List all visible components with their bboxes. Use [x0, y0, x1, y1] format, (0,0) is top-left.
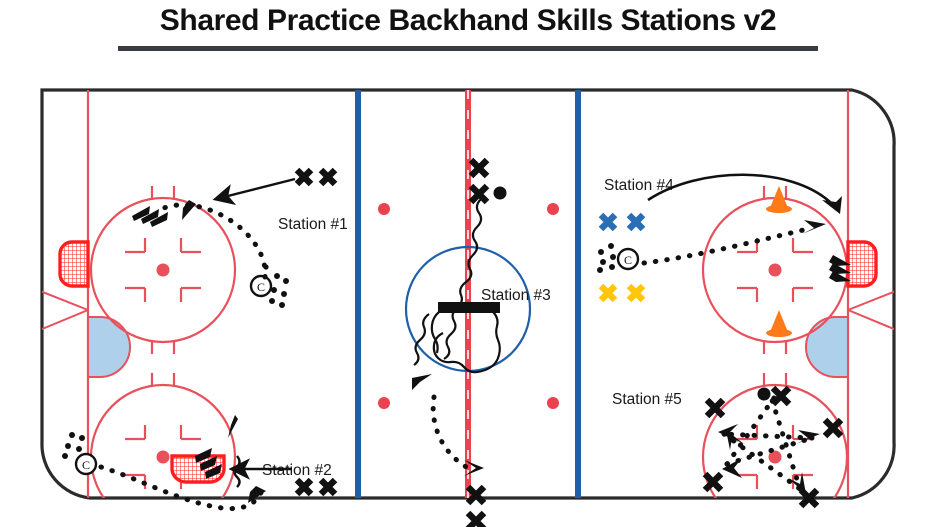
- station-3-wavy-loop: [430, 304, 501, 374]
- goal-right: [846, 240, 878, 288]
- station-4-arrowhead-sweep: [822, 196, 842, 214]
- player-x: [465, 510, 487, 527]
- station-5-label: Station #5: [612, 391, 682, 408]
- station-1-arrowhead: [182, 200, 196, 220]
- player-x-yellow: [626, 283, 646, 303]
- station-2-coach-marker: C: [74, 452, 98, 476]
- player-x: [770, 385, 792, 407]
- player-x-blue: [598, 212, 618, 232]
- station-4-arrowhead-pass: [802, 220, 826, 234]
- trapezoid-left-upper: [41, 286, 89, 311]
- station-3-arrowhead-bottom: [464, 460, 484, 476]
- station-3-players-bottom: [465, 484, 487, 527]
- station-4-cone-bottom: [766, 310, 792, 337]
- trapezoid-right-lower: [847, 309, 895, 335]
- nz-dot-bottom-left: [378, 397, 390, 409]
- station-5-players: [702, 385, 844, 509]
- player-x-yellow: [598, 283, 618, 303]
- title-block: Shared Practice Backhand Skills Stations…: [0, 0, 936, 62]
- player-x: [468, 183, 490, 205]
- player-x: [318, 167, 338, 187]
- station-3-label: Station #3: [481, 287, 551, 304]
- station-1-chevron-stop-arrows: [132, 206, 168, 227]
- station-2-arrowhead-lower: [248, 486, 266, 503]
- trapezoid-right-upper: [847, 286, 895, 311]
- player-x: [702, 471, 724, 493]
- station-4-coach-marker: C: [616, 247, 640, 271]
- station-2-puck-cluster: [62, 432, 85, 459]
- player-x: [822, 417, 844, 439]
- station-2-label: Station #2: [262, 462, 332, 479]
- station-3-puck: [493, 186, 507, 200]
- station-2-arrowhead-up: [228, 415, 238, 438]
- station-3-wavy-exit: [413, 313, 430, 366]
- player-x: [465, 484, 487, 506]
- station-2-players: [294, 477, 338, 497]
- station-4-pass-path: [641, 225, 815, 266]
- station-5-arrowheads: [718, 424, 820, 494]
- faceoff-circle-bottom-right: [701, 373, 849, 498]
- station-4-chevron-stop-arrows: [829, 255, 851, 282]
- station-4-label: Station #4: [604, 177, 674, 194]
- station-3-group: Station #3: [412, 157, 551, 527]
- station-3-arrowhead-exit: [412, 374, 432, 390]
- nz-dot-top-left: [378, 203, 390, 215]
- station-1-coach-marker: C: [249, 274, 273, 298]
- station-2-group: Station #2 C: [62, 415, 338, 512]
- svg-text:C: C: [257, 280, 265, 294]
- station-5-pass-lines: [721, 395, 815, 492]
- station-5-group: Station #5: [612, 385, 844, 509]
- station-4-puck-cluster: [597, 243, 616, 273]
- player-x: [294, 167, 314, 187]
- nz-dot-top-right: [547, 203, 559, 215]
- station-4-cone-top: [766, 186, 792, 213]
- player-x: [468, 157, 490, 179]
- svg-text:C: C: [82, 458, 90, 472]
- page-title: Shared Practice Backhand Skills Stations…: [159, 4, 777, 37]
- player-x: [294, 477, 314, 497]
- station-1-label: Station #1: [278, 216, 348, 233]
- station-3-players-top: [468, 157, 490, 205]
- player-x-blue: [626, 212, 646, 232]
- station-1-puck-path: [152, 202, 268, 280]
- player-x: [704, 397, 726, 419]
- station-4-players-yellow: [598, 283, 646, 303]
- svg-text:C: C: [624, 253, 632, 267]
- goal-left: [58, 240, 90, 288]
- station-5-puck: [757, 387, 771, 401]
- station-3-wavy-approach: [443, 198, 483, 360]
- crease-right: [805, 316, 849, 378]
- station-4-sweep-arrow: [647, 173, 831, 203]
- title-underline-rule: [118, 46, 818, 51]
- station-1-group: Station #1 C: [132, 167, 348, 308]
- station-2-chevron-stop-arrows: [195, 448, 222, 479]
- station-4-players-blue: [598, 212, 646, 232]
- station-4-group: Station #4 C: [597, 173, 851, 337]
- station-1-entry-arrow: [212, 177, 296, 206]
- player-x: [798, 487, 820, 509]
- rink-diagram: Station #1 C: [0, 62, 936, 527]
- player-x: [318, 477, 338, 497]
- nz-dot-bottom-right: [547, 397, 559, 409]
- station-1-players: [294, 167, 338, 187]
- faceoff-circle-top-left: [89, 186, 237, 354]
- station-1-puck-cluster: [263, 264, 289, 308]
- station-2-puck-path: [98, 464, 265, 512]
- trapezoid-left-lower: [41, 309, 89, 335]
